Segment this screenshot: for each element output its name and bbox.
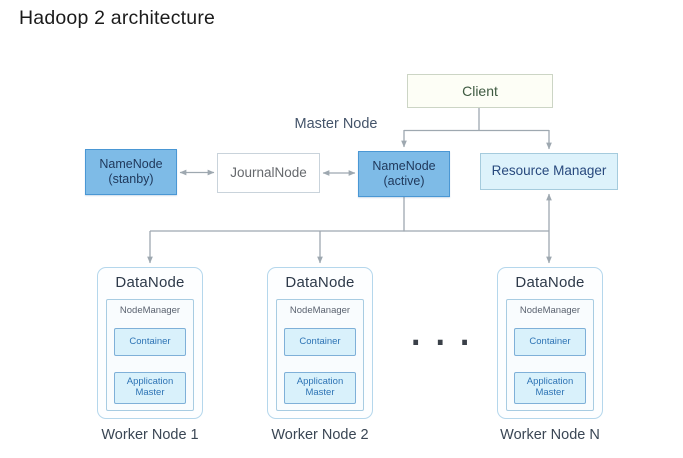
worker-caption-3: Worker Node N [500,427,600,443]
namenode-active-box: NameNode (active) [358,151,450,197]
datanode-card-3: DataNode NodeManager Container Applicati… [497,267,603,419]
master-node-label: Master Node [294,116,378,132]
datanode-card-1: DataNode NodeManager Container Applicati… [97,267,203,419]
datanode-title: DataNode [115,274,185,291]
worker-caption-2: Worker Node 2 [271,427,369,443]
resource-manager-box: Resource Manager [480,153,618,190]
container-box: Container [284,328,356,356]
nodemanager-box: NodeManager Container Application Master [506,299,594,411]
nodemanager-box: NodeManager Container Application Master [276,299,364,411]
nodemanager-label: NodeManager [119,305,181,316]
client-box: Client [407,74,553,108]
worker-caption-1: Worker Node 1 [101,427,199,443]
application-master-box: Application Master [514,372,586,404]
datanode-card-2: DataNode NodeManager Container Applicati… [267,267,373,419]
worker-ellipsis: ... [407,318,481,352]
page-title: Hadoop 2 architecture [19,7,216,29]
namenode-active-label: NameNode (active) [372,159,436,188]
journalnode-label: JournalNode [230,164,307,180]
datanode-title: DataNode [515,274,585,291]
namenode-standby-box: NameNode (stanby) [85,149,177,195]
journalnode-box: JournalNode [217,153,320,193]
nodemanager-label: NodeManager [289,305,351,316]
client-label: Client [462,82,498,99]
container-box: Container [114,328,186,356]
datanode-title: DataNode [285,274,355,291]
nodemanager-box: NodeManager Container Application Master [106,299,194,411]
application-master-box: Application Master [284,372,356,404]
application-master-box: Application Master [114,372,186,404]
container-box: Container [514,328,586,356]
resource-manager-label: Resource Manager [491,163,607,179]
nodemanager-label: NodeManager [519,305,581,316]
namenode-standby-label: NameNode (stanby) [99,157,163,186]
